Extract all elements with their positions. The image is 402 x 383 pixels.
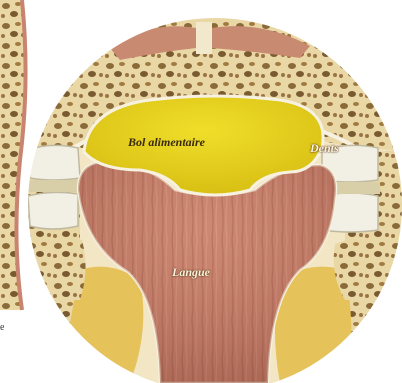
stray-edge-letter: e bbox=[0, 323, 4, 333]
left-edge-fragment bbox=[0, 0, 26, 310]
label-dents: Dents bbox=[310, 142, 339, 154]
teeth-left bbox=[28, 145, 80, 229]
nasal-septum bbox=[196, 22, 212, 54]
label-langue: Langue bbox=[172, 266, 210, 278]
label-bol-alimentaire: Bol alimentaire bbox=[128, 136, 205, 148]
